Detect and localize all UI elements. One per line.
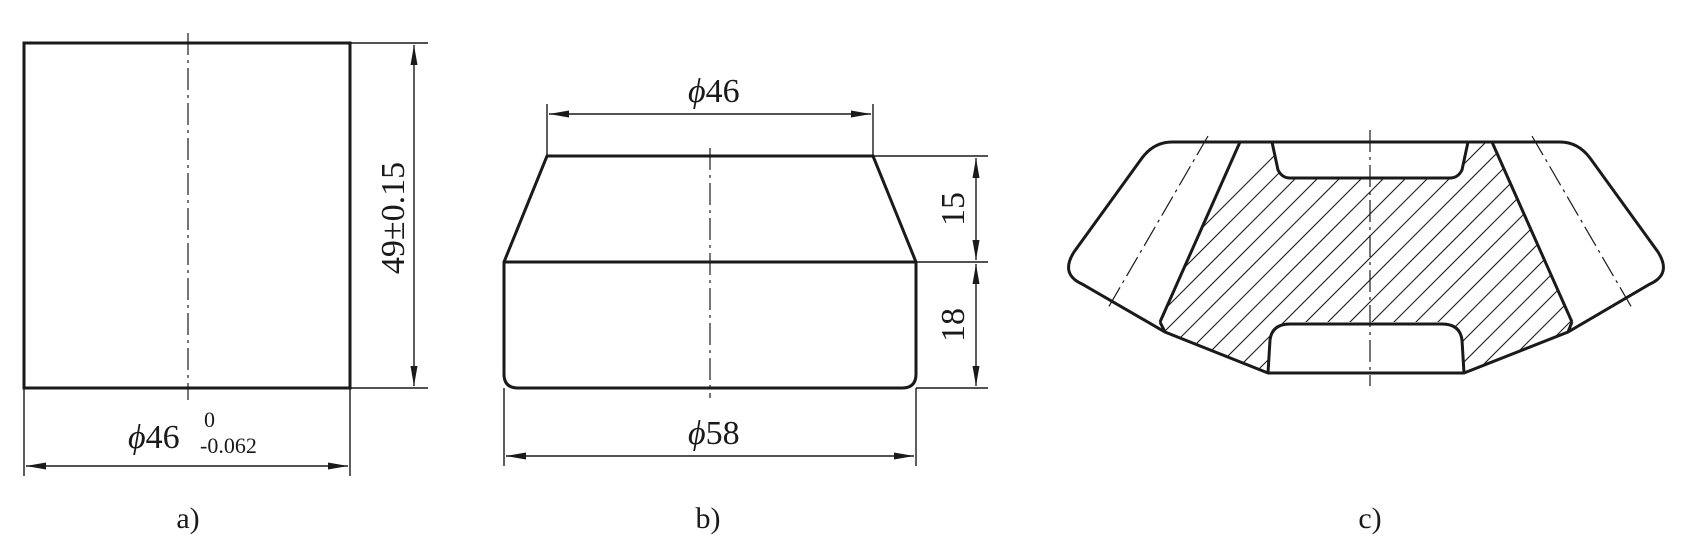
gear-left-tooth-centerline — [1107, 135, 1209, 309]
diameter-symbol: ϕ — [688, 415, 706, 452]
hatch-line — [1555, 142, 1572, 373]
caption-a: a) — [176, 502, 199, 535]
hatch-line — [1644, 140, 1692, 380]
gear-bottom-recess — [1266, 322, 1466, 374]
hatch-line — [1313, 142, 1555, 373]
hatch-line — [1225, 142, 1467, 373]
gear-left-flank — [1158, 141, 1242, 323]
hatch-line — [1181, 142, 1423, 373]
view-a-billet: 49±0.15 ϕ46 0 -0.062 a) — [22, 33, 428, 535]
hatch-line — [1203, 142, 1445, 373]
hatch-line — [1467, 142, 1572, 373]
hatch-line — [1688, 140, 1692, 380]
gear-right-flank — [1490, 141, 1574, 323]
caption-b: b) — [696, 502, 721, 535]
hatch-line — [1401, 142, 1572, 373]
hatch-line — [1533, 142, 1572, 373]
billet-diameter-label: ϕ46 — [128, 419, 180, 456]
preform-top-diameter-label: ϕ46 — [688, 73, 740, 110]
hatch-line — [1622, 140, 1692, 380]
view-b-preform: ϕ46 ϕ58 15 18 b) — [502, 73, 988, 535]
billet-outline — [22, 41, 352, 390]
hatch-line — [1357, 142, 1572, 373]
hatch-line — [1160, 142, 1401, 373]
hatch-line — [1160, 142, 1291, 373]
hatch-line — [1666, 140, 1692, 380]
hatch-line — [1160, 142, 1357, 373]
billet-height-label: 49±0.15 — [375, 162, 412, 274]
hatch-line — [1160, 142, 1335, 373]
hatch-line — [1269, 142, 1511, 373]
hatch-line — [1160, 142, 1313, 373]
hatch-line — [1160, 142, 1379, 373]
caption-c: c) — [1358, 502, 1381, 535]
hatch-line — [1578, 140, 1692, 380]
billet-tol-lower: -0.062 — [200, 433, 257, 458]
preform-outline — [502, 154, 918, 390]
gear-right-lower-edge — [1566, 321, 1574, 333]
hatch-line — [1379, 142, 1572, 373]
hatch-line — [1489, 142, 1572, 373]
preform-bottom-diameter-label: ϕ58 — [688, 415, 740, 452]
section-hatching — [1160, 140, 1692, 380]
diameter-symbol: ϕ — [128, 419, 146, 456]
gear-right-tooth-centerline — [1531, 135, 1633, 309]
billet-tol-upper: 0 — [204, 407, 215, 432]
diameter-symbol: ϕ — [688, 73, 706, 110]
preform-lower-height-label: 18 — [935, 308, 972, 342]
view-c-gear-section: c) — [1067, 130, 1692, 535]
hatch-line — [1600, 140, 1692, 380]
hatch-line — [1445, 142, 1572, 373]
hatch-line — [1291, 142, 1533, 373]
preform-upper-height-label: 15 — [935, 192, 972, 226]
gear-left-lower-edge — [1158, 321, 1167, 333]
